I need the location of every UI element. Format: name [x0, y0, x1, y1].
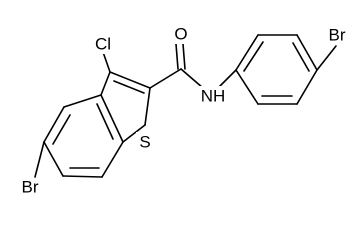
- bond-chlorine: [102, 51, 111, 73]
- bond-carbonyl-double-2: [182, 43, 186, 70]
- bond-carbonyl-double-1: [175, 43, 179, 70]
- bond-benzo-3: [43, 141, 64, 177]
- bond-phenyl-1: [235, 34, 259, 71]
- bond-benzo-2: [43, 106, 65, 143]
- atom-label-masks: [16, 24, 352, 198]
- bromine-left-label-mask: [16, 178, 45, 198]
- chlorine-label: Cl: [95, 34, 111, 53]
- bond-phenyl-1-inner: [243, 41, 264, 72]
- oxygen-label: O: [174, 24, 187, 43]
- bond-phenyl-3-inner: [292, 42, 310, 72]
- bond-benzo-4: [62, 175, 103, 178]
- chlorine-label-mask: [90, 34, 116, 54]
- bond-nitrogen-phenyl: [217, 69, 237, 89]
- bond-phenyl-6: [235, 69, 259, 105]
- amide-nitrogen-label-mask: [199, 86, 227, 106]
- bromine-right-label: Br: [329, 25, 346, 44]
- bond-benzo-5: [101, 141, 124, 178]
- bond-thiophene-2-inner: [113, 80, 145, 94]
- oxygen-label-mask: [172, 24, 190, 44]
- bond-benzo-1: [63, 94, 102, 108]
- chemical-structure-diagram: O Cl NH S Br Br: [16, 24, 352, 198]
- bond-bromine-right: [316, 45, 337, 71]
- bond-bromine-left: [34, 141, 45, 178]
- bond-phenyl-3: [296, 34, 318, 71]
- amide-nitrogen-label: NH: [201, 86, 226, 105]
- bond-benzo-2-inner: [52, 114, 71, 145]
- bond-phenyl-4: [296, 69, 318, 105]
- bromine-left-label: Br: [22, 177, 39, 196]
- bond-thiophene-1: [100, 71, 111, 96]
- bond-amide-nitrogen: [180, 68, 204, 89]
- sulfur-label-mask: [136, 132, 154, 152]
- bond-carbonyl-carbon: [149, 68, 182, 89]
- bond-benzo-6-inner: [96, 103, 114, 140]
- bonds: [34, 34, 337, 178]
- bond-thiophene-3: [144, 87, 151, 126]
- bond-benzo-6: [100, 94, 124, 143]
- bond-thiophene-4: [122, 124, 146, 143]
- sulfur-label: S: [139, 132, 150, 151]
- bromine-right-label-mask: [323, 25, 352, 45]
- bond-thiophene-2: [109, 71, 151, 89]
- atom-labels: O Cl NH S Br Br: [22, 24, 346, 196]
